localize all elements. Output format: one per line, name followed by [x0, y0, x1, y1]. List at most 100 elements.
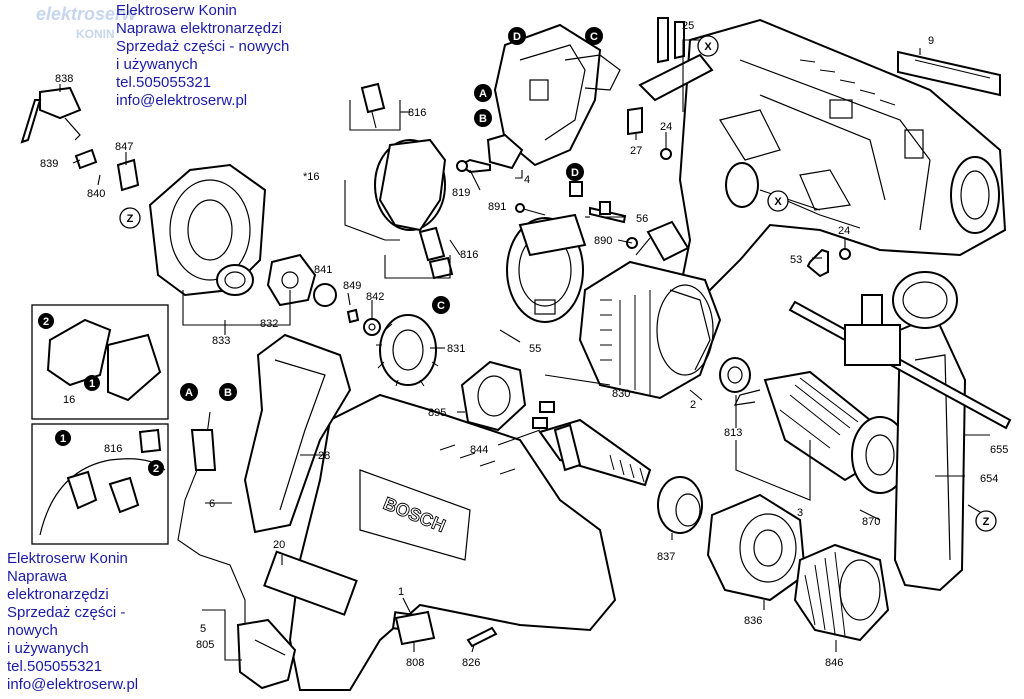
- label-53: 53: [790, 254, 802, 266]
- label-836: 836: [744, 615, 762, 627]
- part-844-pins: [532, 401, 555, 429]
- ad-line: i używanych: [7, 640, 89, 657]
- part-24-washer-b: [839, 248, 851, 260]
- label-840: 840: [87, 188, 105, 200]
- svg-text:2: 2: [43, 316, 49, 328]
- callout-z-armature: Z: [975, 510, 997, 532]
- callout-c-lead: C: [432, 296, 450, 314]
- svg-text:C: C: [590, 31, 598, 43]
- callout-z-endcap: Z: [119, 207, 141, 229]
- label-2: 2: [690, 399, 696, 411]
- label-891: 891: [488, 201, 506, 213]
- callout-d-terminal: D: [566, 163, 584, 181]
- ad-line: info@elektroserw.pl: [7, 676, 139, 693]
- label-24-a: 24: [660, 121, 672, 133]
- svg-text:1: 1: [89, 378, 95, 390]
- label-831: 831: [447, 343, 465, 355]
- label-847: 847: [115, 141, 133, 153]
- part-832-fan-hub: [266, 253, 317, 307]
- part-655-depth-rod: [788, 294, 1012, 430]
- callout-a-cable: A: [180, 383, 198, 401]
- part-847-knob: [116, 158, 140, 192]
- callout-2-inset1: 2: [38, 313, 54, 329]
- part-808-plate: [394, 610, 436, 646]
- label-819: 819: [452, 187, 470, 199]
- part-831-gear: [376, 314, 439, 387]
- ad-line: Sprzedaż części - nowych: [116, 38, 290, 55]
- part-28-handle-half: [243, 333, 352, 534]
- label-841: 841: [314, 264, 332, 276]
- label-816-c: 816: [104, 443, 122, 455]
- part-842-washer: [363, 318, 381, 336]
- callout-c-switch: C: [585, 27, 603, 45]
- label-6: 6: [209, 498, 215, 510]
- label-830: 830: [612, 388, 630, 400]
- part-895-seal: [460, 360, 527, 432]
- label-849: 849: [343, 280, 361, 292]
- part-805-plug: [236, 618, 297, 690]
- label-838: 838: [55, 73, 73, 85]
- label-837: 837: [657, 551, 675, 563]
- inset-box-2: [31, 423, 169, 545]
- label-55: 55: [529, 343, 541, 355]
- leader-lines: [59, 39, 990, 661]
- svg-text:A: A: [479, 88, 487, 100]
- part-2-field-stator: [578, 260, 722, 400]
- part-849-ring: [346, 308, 360, 324]
- ad-line: i używanych: [116, 56, 198, 73]
- part-830-spindle: [538, 418, 652, 487]
- label-846: 846: [825, 657, 843, 669]
- part-837-sleeve: [657, 476, 703, 534]
- ad-line: elektronarzędzi: [7, 586, 109, 603]
- label-816-a: 816: [408, 107, 426, 119]
- part-833-bearing: [216, 264, 254, 296]
- callout-a-switch: A: [474, 84, 492, 102]
- ad-line: Naprawa: [7, 568, 68, 585]
- ad-line: tel.505055321: [116, 74, 212, 91]
- label-25: 25: [682, 20, 694, 32]
- svg-text:X: X: [774, 196, 782, 208]
- svg-text:B: B: [479, 113, 487, 125]
- part-816-carbon-brush-a: [360, 82, 386, 129]
- part-813-bearing: [719, 357, 751, 393]
- svg-text:2: 2: [153, 463, 159, 475]
- part-number-labels: 838 847 839 840 816 *16 819 891 4 56 890…: [40, 20, 1008, 669]
- elektroserw-watermark-logo: elektroserw KONIN: [36, 4, 137, 41]
- label-28: 28: [318, 450, 330, 462]
- label-654: 654: [980, 473, 998, 485]
- label-895: 895: [428, 407, 446, 419]
- label-844: 844: [470, 444, 488, 456]
- part-838-switch-lever: [20, 86, 82, 144]
- ad-line: Elektroserw Konin: [116, 2, 237, 19]
- label-833: 833: [212, 335, 230, 347]
- label-24-b: 24: [838, 225, 850, 237]
- part-890-capacitor: [626, 220, 690, 262]
- ad-line: tel.505055321: [7, 658, 103, 675]
- label-832: 832: [260, 318, 278, 330]
- ad-line: info@elektroserw.pl: [116, 92, 248, 109]
- part-654-aux-handle: [892, 271, 967, 592]
- part-53-spring-clip: [806, 248, 829, 278]
- label-805: 805: [196, 639, 214, 651]
- label-890: 890: [594, 235, 612, 247]
- callout-d-switch: D: [508, 27, 526, 45]
- part-816-carbon-brush-b: [418, 226, 454, 280]
- part-836-chuck-collar: [706, 493, 807, 602]
- shop-contact-block-bottom: Elektroserw Konin Naprawa elektronarzędz…: [7, 550, 138, 694]
- svg-text:D: D: [571, 167, 579, 179]
- svg-text:D: D: [513, 31, 521, 43]
- label-808: 808: [406, 657, 424, 669]
- inset-box-1: [31, 304, 169, 420]
- label-16-inset: 16: [63, 394, 75, 406]
- part-56-terminal: [569, 181, 627, 224]
- label-9: 9: [928, 35, 934, 47]
- label-655: 655: [990, 444, 1008, 456]
- svg-text:Z: Z: [127, 213, 134, 225]
- svg-text:C: C: [437, 300, 445, 312]
- label-826: 826: [462, 657, 480, 669]
- part-891-screw: [515, 203, 546, 216]
- part-839-spring: [74, 148, 98, 170]
- part-841-small-gear: [313, 283, 337, 307]
- label-813: 813: [724, 427, 742, 439]
